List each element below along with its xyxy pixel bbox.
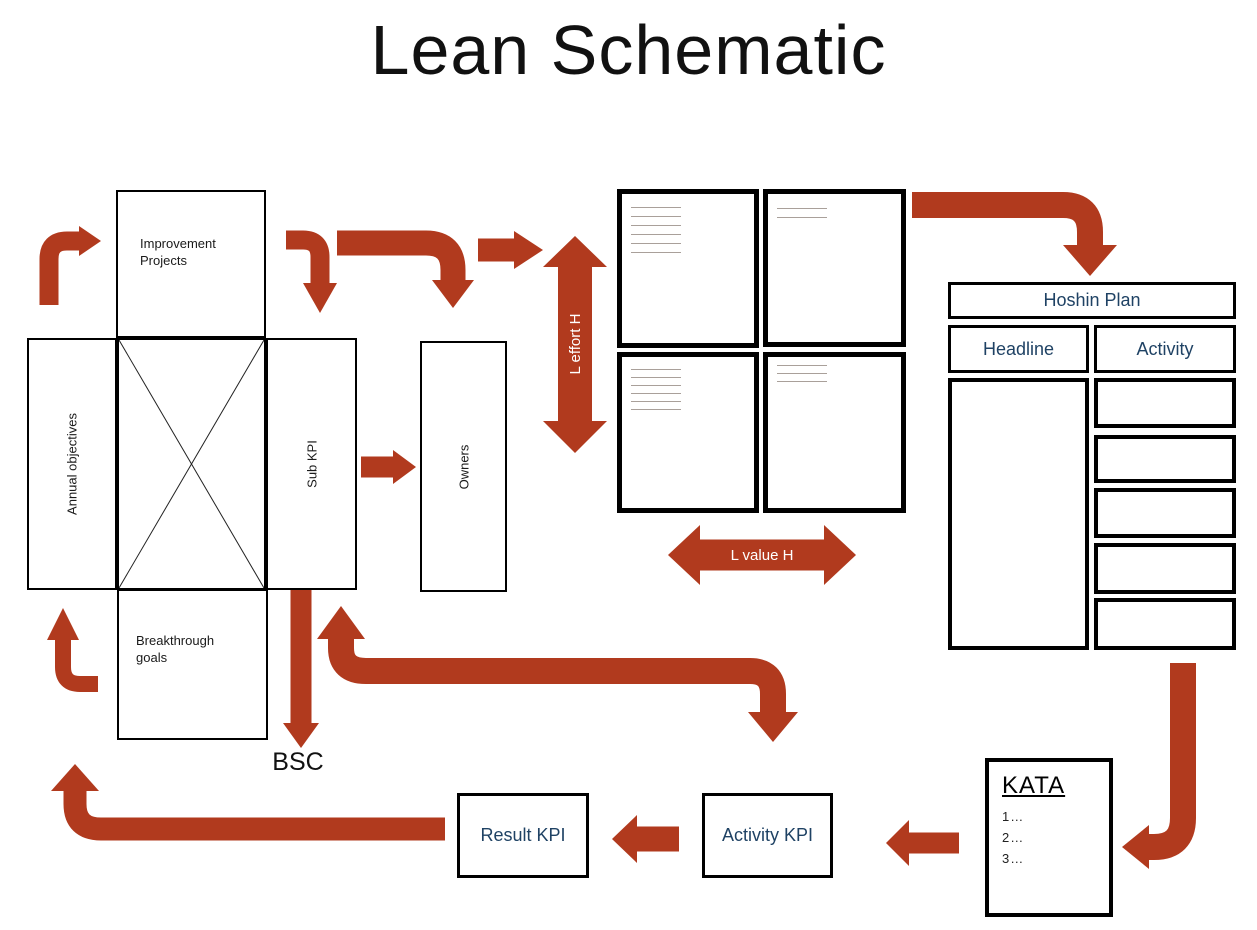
kata-box: KATA 1… 2… 3…: [985, 758, 1113, 917]
result-kpi-label: Result KPI: [480, 825, 566, 845]
page-title: Lean Schematic: [370, 11, 887, 89]
x-diagonals: [119, 340, 264, 588]
kata-item: 2…: [1002, 830, 1025, 845]
arrow-hoshin-to-kata: [1122, 663, 1196, 869]
panel-placeholder-lines: [777, 365, 827, 389]
activity-kpi-box: Activity KPI: [702, 793, 833, 878]
arrow-improvement-to-matrix: [286, 230, 337, 313]
activity-column-header: Activity: [1094, 325, 1236, 373]
hoshin-plan-title: Hoshin Plan: [1043, 290, 1141, 310]
activity-row: [1094, 543, 1236, 594]
activity-row: [1094, 598, 1236, 650]
value-axis-label: L value H: [731, 547, 794, 564]
arrow-activitykpi-to-resultkpi: [612, 815, 679, 863]
activity-row: [1094, 488, 1236, 538]
activity-label: Activity: [1136, 338, 1194, 359]
effort-axis-label: L effort H: [567, 314, 584, 375]
effort-axis-arrow: L effort H: [543, 236, 607, 453]
breakthrough-goals-label: Breakthrough goals: [136, 633, 215, 665]
arrow-feedback-matrix-to-activity-kpi: [317, 606, 798, 742]
headline-label: Headline: [982, 338, 1055, 359]
panel-bottom-left: [617, 352, 759, 513]
result-kpi-box: Result KPI: [457, 793, 589, 878]
arrow-improvement-to-panels: [337, 230, 474, 308]
annual-objectives-label: Annual objectives: [64, 413, 80, 515]
x-matrix-center-box: [117, 338, 266, 590]
arrow-subkpi-to-bsc: [283, 590, 319, 748]
panel-bottom-right: [763, 352, 906, 513]
headline-cell: [948, 378, 1089, 650]
owners-box: Owners: [420, 341, 507, 592]
panel-placeholder-lines: [631, 369, 681, 417]
arrow-loop-into-improvement: [39, 226, 101, 305]
activity-row: [1094, 435, 1236, 483]
improvement-projects-box: Improvement Projects: [116, 190, 266, 338]
arrow-up-to-annual-objectives: [47, 608, 98, 692]
arrow-subkpi-to-owners: [361, 450, 416, 484]
activity-row: [1094, 378, 1236, 428]
activity-kpi-label: Activity KPI: [721, 825, 814, 845]
arrow-resultkpi-to-left-loop: [51, 764, 445, 841]
hoshin-plan-header: Hoshin Plan: [948, 282, 1236, 319]
panel-placeholder-lines: [631, 207, 681, 261]
sub-kpi-label: Sub KPI: [304, 440, 319, 488]
kata-item: 3…: [1002, 851, 1025, 866]
improvement-projects-label: Improvement Projects: [140, 236, 216, 268]
headline-column-header: Headline: [948, 325, 1089, 373]
annual-objectives-box: Annual objectives: [27, 338, 117, 590]
owners-label: Owners: [456, 444, 471, 489]
panel-top-left: [617, 189, 759, 348]
arrow-panels-to-hoshin: [912, 192, 1117, 276]
arrow-kata-to-activitykpi: [886, 820, 959, 866]
sub-kpi-box: Sub KPI: [266, 338, 357, 590]
value-axis-arrow: L value H: [668, 525, 856, 585]
breakthrough-goals-box: Breakthrough goals: [117, 589, 268, 740]
kata-item: 1…: [1002, 809, 1025, 824]
arrow-into-effort-axis: [478, 231, 543, 269]
kata-title: KATA: [1002, 772, 1066, 799]
panel-top-right: [763, 189, 906, 347]
bsc-label: BSC: [272, 748, 324, 776]
panel-placeholder-lines: [777, 208, 827, 226]
